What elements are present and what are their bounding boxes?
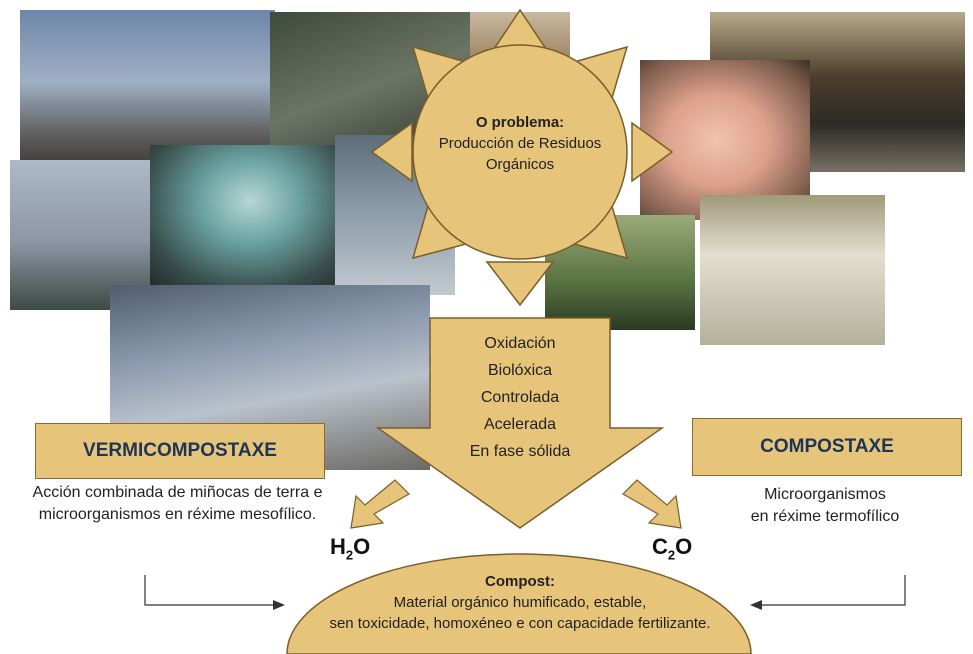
vermicompostaxe-box: VERMICOMPOSTAXE — [35, 423, 325, 479]
sun-ray-left — [370, 121, 413, 183]
compostaxe-box: COMPOSTAXE — [692, 418, 962, 476]
compostaxe-desc: Microorganismos en réxime termofílico — [700, 484, 950, 528]
c2o-small-arrow — [622, 479, 682, 529]
tank-photo — [150, 145, 350, 285]
problem-title: O problema: — [475, 114, 565, 131]
vermicompostaxe-label: VERMICOMPOSTAXE — [83, 440, 277, 461]
pig-photo — [640, 60, 810, 220]
chickens-photo — [700, 195, 885, 345]
sun-ray-right — [631, 121, 674, 183]
left-connector — [144, 575, 275, 606]
process-line: Acelerada — [483, 416, 557, 433]
compost-line1: Material orgánico humificado, estable, — [393, 594, 647, 611]
left-connector-head — [273, 600, 285, 610]
problem-line1: Producción de Residuos — [438, 135, 602, 152]
problem-line2: Orgánicos — [485, 156, 555, 173]
process-text: Oxidación Biolóxica Controlada Acelerada… — [430, 330, 610, 465]
process-arrow — [375, 317, 665, 529]
factory-photo — [20, 10, 275, 170]
h2o-small-arrow — [350, 479, 410, 529]
sun-ray-bottom — [485, 261, 555, 307]
process-line: Controlada — [480, 389, 560, 406]
vermi-desc-line1: Acción combinada de miñocas de terra e — [32, 484, 323, 501]
h2o-label: H2O — [330, 534, 371, 563]
compostaxe-desc-line2: en réxime termofílico — [750, 508, 900, 525]
vermicompostaxe-desc: Acción combinada de miñocas de terra e m… — [0, 482, 355, 526]
compost-line2: sen toxicidade, homoxéneo e con capacida… — [329, 615, 711, 632]
compost-text: Compost: Material orgánico humificado, e… — [280, 571, 760, 634]
vermi-desc-line2: microorganismos en réxime mesofílico. — [38, 506, 317, 523]
problem-text: O problema: Producción de Residuos Orgán… — [420, 112, 620, 175]
compost-ellipse — [286, 553, 752, 654]
compostaxe-desc-line1: Microorganismos — [764, 486, 886, 503]
right-connector — [760, 575, 906, 606]
compost-title: Compost: — [485, 573, 555, 590]
c2o-label: C2O — [652, 534, 693, 563]
right-connector-head — [750, 600, 762, 610]
process-line: Oxidación — [484, 335, 556, 352]
process-line: En fase sólida — [469, 443, 571, 460]
problem-sun — [412, 44, 628, 260]
compostaxe-label: COMPOSTAXE — [760, 436, 894, 457]
process-line: Biolóxica — [487, 362, 553, 379]
